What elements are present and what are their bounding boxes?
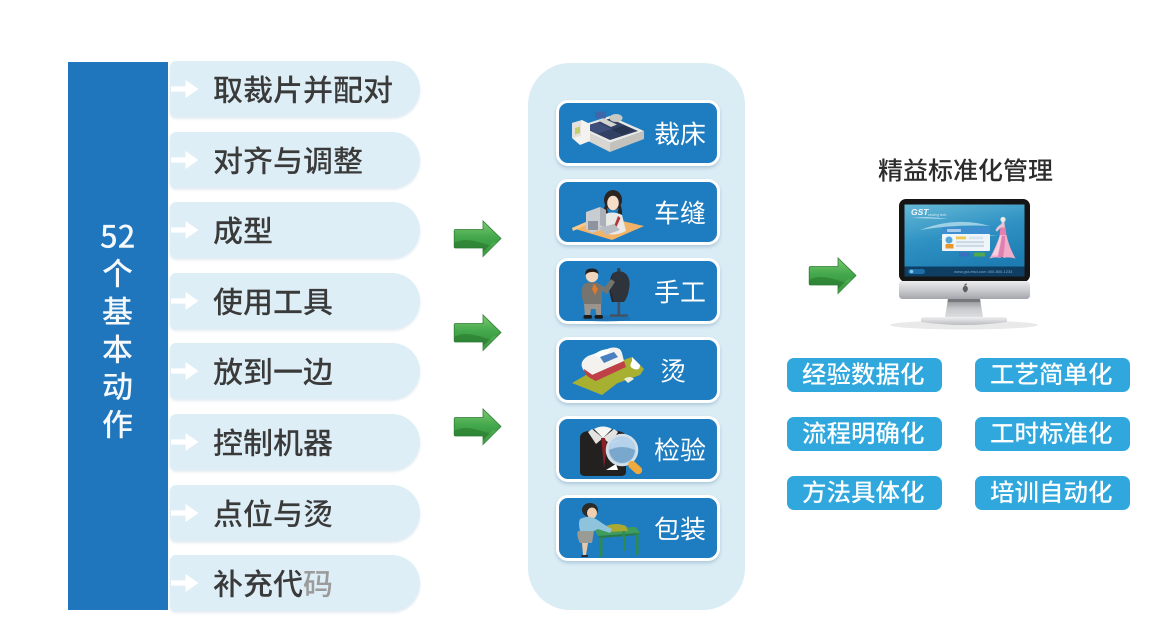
svg-text:www.gst-etsd.com 400-800-1234: www.gst-etsd.com 400-800-1234 [954, 269, 1013, 274]
svg-text:sewing tech: sewing tech [928, 213, 947, 217]
svg-text:GST: GST [911, 207, 929, 217]
